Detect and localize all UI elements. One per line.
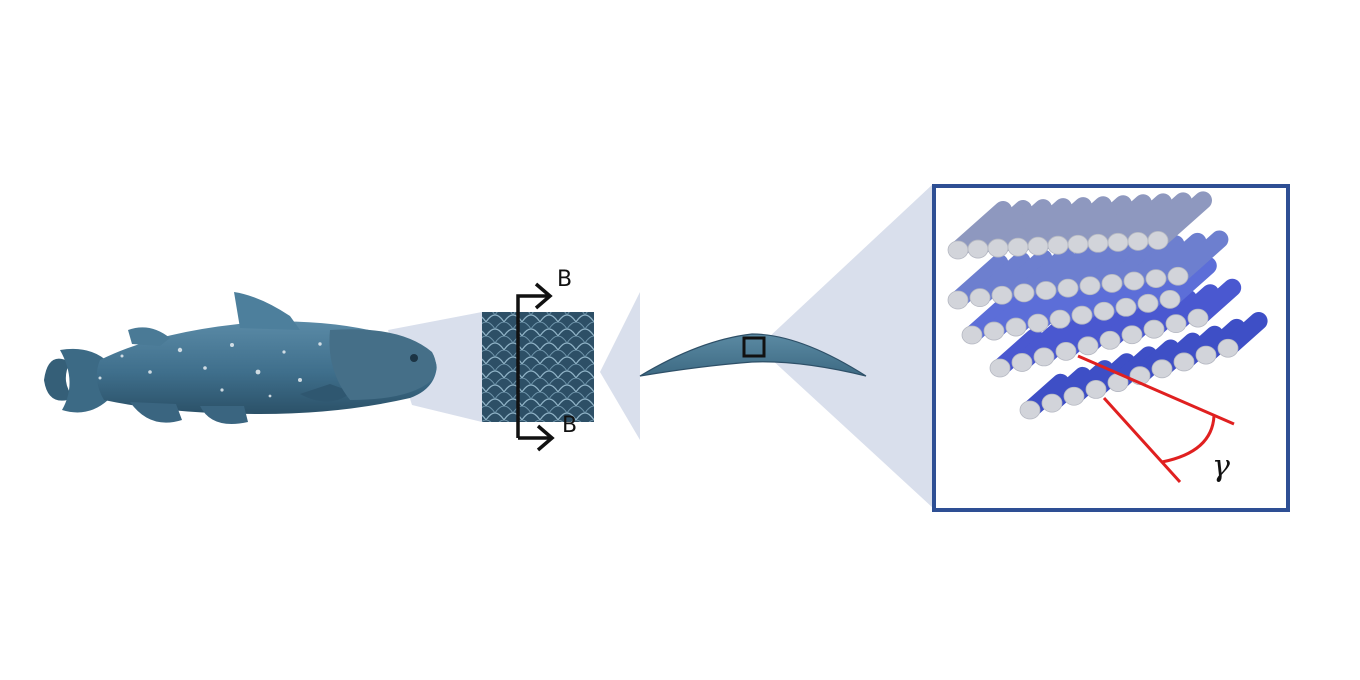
fibril-layers-inset: γ xyxy=(932,184,1290,512)
fiber-end-cap xyxy=(1115,297,1137,317)
fiber-end-cap xyxy=(1151,359,1173,379)
fiber-end-cap xyxy=(1033,347,1055,367)
fiber-end-cap xyxy=(1195,345,1217,365)
fiber-rod xyxy=(1109,193,1172,252)
fiber-end-cap xyxy=(1035,281,1057,300)
scale-cross-section xyxy=(639,333,867,377)
fiber-end-cap xyxy=(1167,266,1189,286)
magnified-region-marker xyxy=(742,336,766,358)
fiber-end-cap xyxy=(1101,273,1123,293)
fiber-end-cap xyxy=(1147,230,1169,250)
angle-label-gamma: γ xyxy=(1212,449,1230,484)
section-line xyxy=(516,282,555,452)
fiber-end-cap xyxy=(1121,325,1143,345)
section-arrow-icon-top xyxy=(534,282,553,310)
fiber-end-cap xyxy=(1217,338,1239,358)
fiber-rod xyxy=(1069,195,1132,254)
fiber-end-cap xyxy=(1099,330,1121,350)
section-label-top: B xyxy=(557,267,572,292)
fiber-end-cap xyxy=(1165,314,1187,334)
fiber-end-cap xyxy=(1143,319,1165,339)
fiber-rod xyxy=(949,201,1012,259)
fiber-end-cap xyxy=(1013,283,1035,303)
fiber-end-cap xyxy=(1077,336,1099,356)
fiber-layer xyxy=(947,191,1212,260)
fiber-rod xyxy=(969,200,1032,259)
fiber-end-cap xyxy=(1079,276,1101,296)
fiber-end-cap xyxy=(1137,293,1159,313)
fiber-end-cap xyxy=(967,239,989,259)
fiber-end-cap xyxy=(1087,233,1109,253)
fiber-end-cap xyxy=(1067,234,1089,254)
fiber-bundle-stack xyxy=(947,191,1268,420)
fiber-end-cap xyxy=(1063,386,1085,406)
fiber-end-cap xyxy=(1173,352,1195,372)
fiber-end-cap xyxy=(987,238,1009,258)
fiber-end-cap xyxy=(1027,313,1049,333)
angle-indicator xyxy=(1077,354,1235,484)
fiber-end-cap xyxy=(1007,237,1029,257)
fiber-end-cap xyxy=(1055,341,1077,361)
fiber-rod xyxy=(1129,192,1192,251)
projection-scale-to-inset xyxy=(768,184,933,508)
fiber-end-cap xyxy=(1019,400,1041,420)
fiber-end-cap xyxy=(1127,231,1149,251)
fiber-end-cap xyxy=(961,325,983,345)
fiber-layer xyxy=(1019,312,1268,420)
fiber-rod xyxy=(1149,191,1212,250)
fiber-end-cap xyxy=(1005,317,1027,337)
fiber-end-cap xyxy=(991,285,1013,305)
fiber-end-cap xyxy=(1085,380,1107,399)
projection-patch-to-scale xyxy=(600,292,640,440)
fiber-end-cap xyxy=(1187,308,1209,328)
fiber-end-cap xyxy=(1071,305,1093,325)
inset-frame xyxy=(932,184,1290,512)
coelacanth-illustration xyxy=(44,292,437,424)
fiber-rod xyxy=(1049,196,1112,255)
scale-skin-patch xyxy=(482,312,594,422)
fiber-rod xyxy=(1029,197,1092,256)
fiber-end-cap xyxy=(1047,235,1069,255)
fiber-rod xyxy=(1089,194,1152,253)
fiber-end-cap xyxy=(1159,289,1181,309)
fiber-end-cap xyxy=(983,321,1005,341)
section-arrow-icon-bottom xyxy=(536,424,555,452)
fiber-end-cap xyxy=(1145,269,1167,289)
fiber-end-cap xyxy=(969,288,991,308)
fiber-rod xyxy=(1009,198,1072,257)
fiber-end-cap xyxy=(1049,309,1071,329)
fiber-end-cap xyxy=(947,240,969,260)
fiber-end-cap xyxy=(947,290,969,310)
fiber-end-cap xyxy=(1093,301,1115,321)
fiber-end-cap xyxy=(1027,236,1049,256)
fiber-layer xyxy=(947,230,1229,310)
fiber-end-cap xyxy=(1107,232,1129,252)
fiber-rod xyxy=(989,199,1052,258)
fiber-end-cap xyxy=(1123,271,1145,291)
fiber-end-cap xyxy=(1011,353,1033,372)
section-label-bottom: B xyxy=(562,413,577,438)
fiber-end-cap xyxy=(1057,278,1079,298)
fiber-layer xyxy=(989,278,1242,378)
fiber-end-cap xyxy=(989,358,1011,378)
fiber-end-cap xyxy=(1041,393,1063,413)
